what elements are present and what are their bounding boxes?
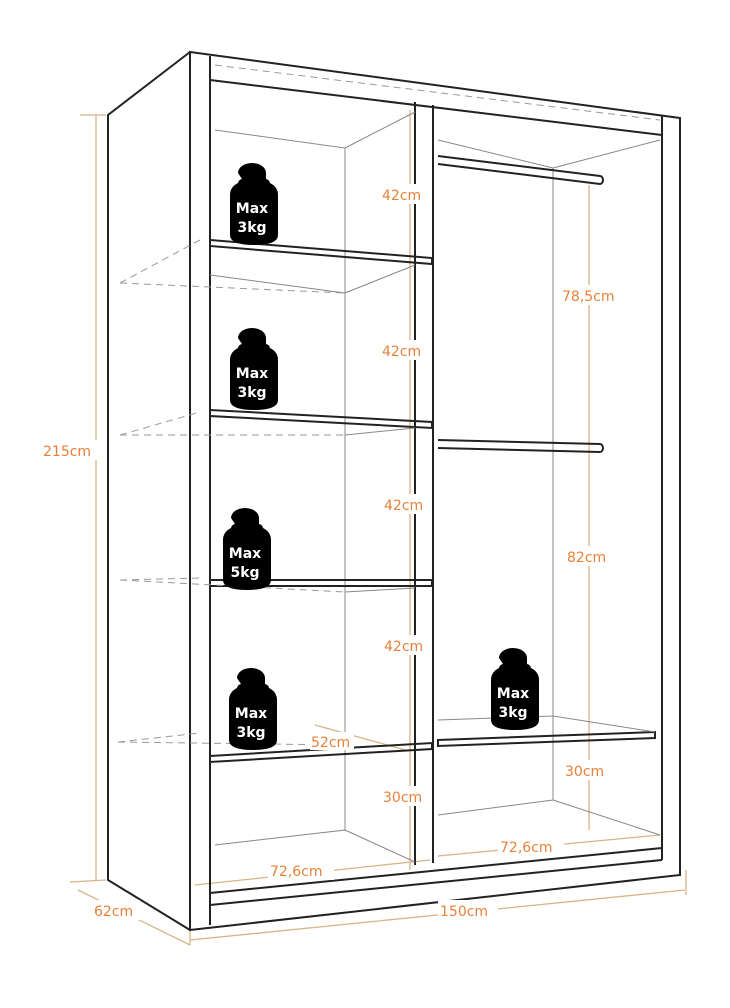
- hanging-rail-upper: [437, 155, 604, 186]
- wardrobe-frame: [107, 50, 681, 932]
- weight-icon: Max 3kg: [230, 328, 278, 410]
- svg-text:3kg: 3kg: [237, 220, 266, 236]
- right-shelf: [437, 730, 656, 748]
- right-upper-rail-gap: 78,5cm: [562, 289, 615, 305]
- right-lower-rail-gap: 82cm: [567, 550, 606, 566]
- svg-text:5kg: 5kg: [230, 565, 259, 581]
- svg-text:3kg: 3kg: [498, 705, 527, 721]
- dimension-labels: 42cm 42cm 42cm 42cm 30cm 78,5cm 82cm 30c…: [42, 184, 622, 920]
- weight-icon: Max 3kg: [491, 648, 539, 730]
- svg-text:Max: Max: [235, 706, 267, 722]
- left-shelf-gap-1: 42cm: [382, 188, 421, 204]
- right-fittings: [437, 155, 656, 748]
- weight-icon: Max 5kg: [223, 508, 271, 590]
- height-label: 215cm: [43, 444, 91, 460]
- weights: Max 3kg Max 3kg Max 5kg Max 3kg Max 3kg: [223, 163, 539, 750]
- left-shelf-gap-3: 42cm: [384, 498, 423, 514]
- left-compartment-width: 72,6cm: [270, 864, 323, 880]
- svg-text:Max: Max: [229, 546, 261, 562]
- hanging-rail-lower: [437, 439, 604, 454]
- shelf-depth: 52cm: [311, 735, 350, 751]
- right-bottom-gap: 30cm: [565, 764, 604, 780]
- svg-text:Max: Max: [497, 686, 529, 702]
- dimension-lines: [69, 110, 687, 946]
- left-bottom-gap: 30cm: [383, 790, 422, 806]
- right-compartment-width: 72,6cm: [500, 840, 553, 856]
- svg-text:Max: Max: [236, 201, 268, 217]
- weight-icon: Max 3kg: [229, 668, 277, 750]
- width-label: 150cm: [440, 904, 488, 920]
- left-shelf-gap-2: 42cm: [382, 344, 421, 360]
- svg-text:3kg: 3kg: [237, 385, 266, 401]
- svg-text:3kg: 3kg: [236, 725, 265, 741]
- depth-label: 62cm: [94, 904, 133, 920]
- left-shelf-gap-4: 42cm: [384, 639, 423, 655]
- svg-text:Max: Max: [236, 366, 268, 382]
- weight-icon: Max 3kg: [230, 163, 278, 245]
